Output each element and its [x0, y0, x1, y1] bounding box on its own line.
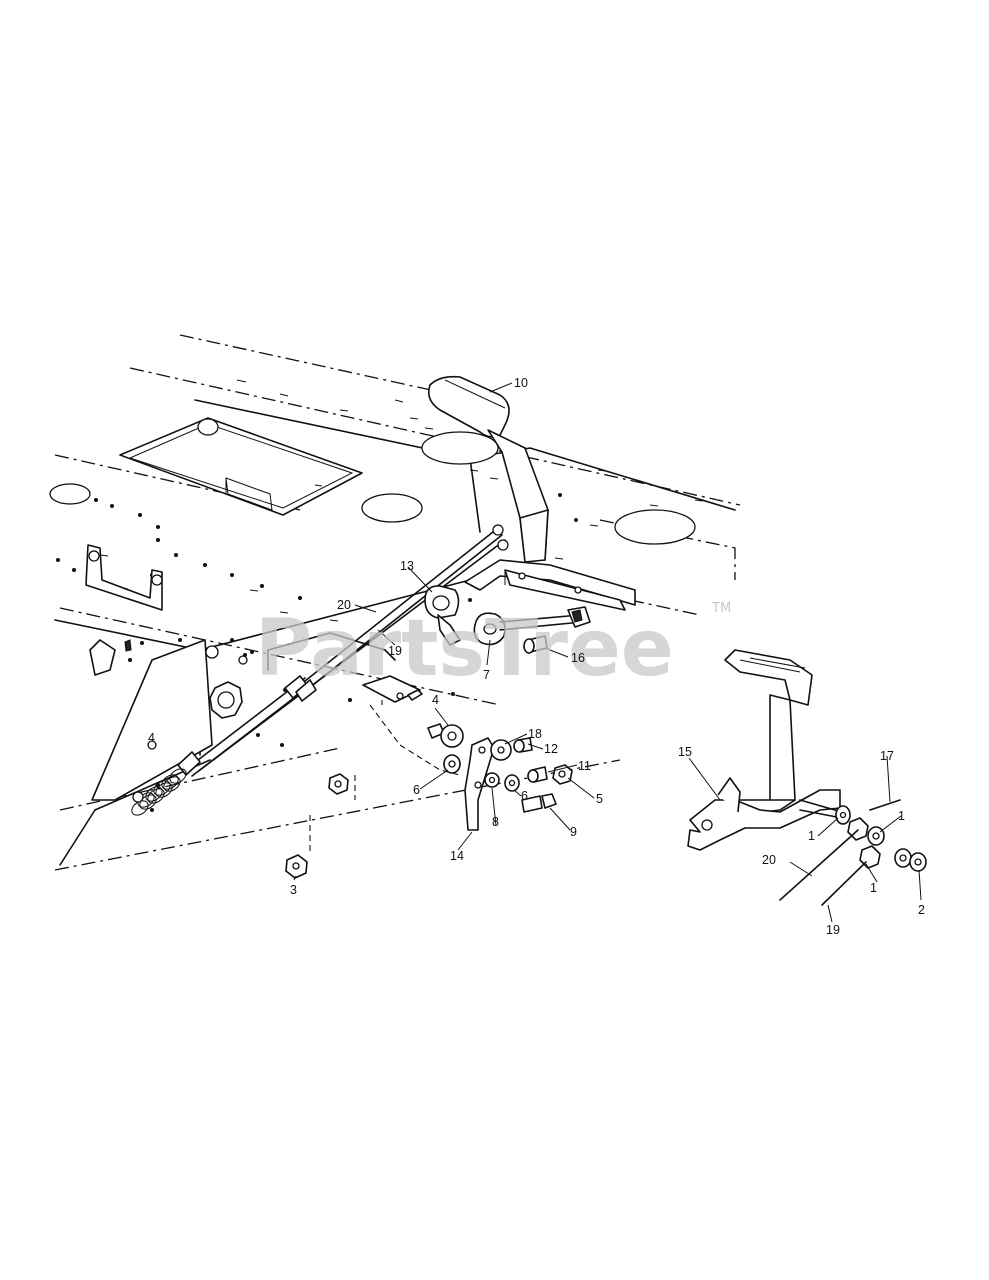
pedal-10 [424, 375, 636, 654]
watermark-trademark: TM [711, 601, 731, 616]
callout-18: 18 [528, 727, 542, 741]
callout-10: 10 [514, 376, 528, 390]
callout-15: 15 [678, 745, 692, 759]
callout-6-right: 6 [521, 789, 528, 803]
callout-12: 12 [544, 742, 558, 756]
watermark-text: PartsTree [255, 604, 674, 694]
hardware-cluster [285, 675, 573, 879]
callout-3: 3 [290, 883, 297, 897]
callout-11: 11 [578, 759, 591, 773]
callout-labels: 4 10 13 20 19 16 7 4 18 12 11 5 6 6 8 9 … [148, 376, 925, 937]
callout-16: 16 [571, 651, 585, 665]
callout-13: 13 [400, 559, 414, 573]
callout-7: 7 [483, 668, 490, 682]
callout-20: 20 [337, 598, 351, 612]
callout-8: 8 [492, 815, 499, 829]
callout-4: 4 [432, 693, 439, 707]
frame-mark: 4 [148, 731, 155, 745]
callout-5: 5 [596, 792, 603, 806]
callout-1-top: 1 [898, 809, 905, 823]
tractor-frame [49, 334, 741, 871]
pedal-15-exploded [687, 649, 927, 906]
callout-20-right: 20 [762, 853, 776, 867]
callout-14: 14 [450, 849, 464, 863]
callout-19: 19 [388, 644, 402, 658]
callout-9: 9 [570, 825, 577, 839]
callout-1-bottom: 1 [870, 881, 877, 895]
brake-rod-assembly [131, 524, 509, 816]
callout-1-left: 1 [808, 829, 815, 843]
callout-2: 2 [918, 903, 925, 917]
callout-17: 17 [880, 749, 894, 763]
callout-19-right: 19 [826, 923, 840, 937]
callout-leaders [293, 382, 922, 923]
callout-6-left: 6 [413, 783, 420, 797]
